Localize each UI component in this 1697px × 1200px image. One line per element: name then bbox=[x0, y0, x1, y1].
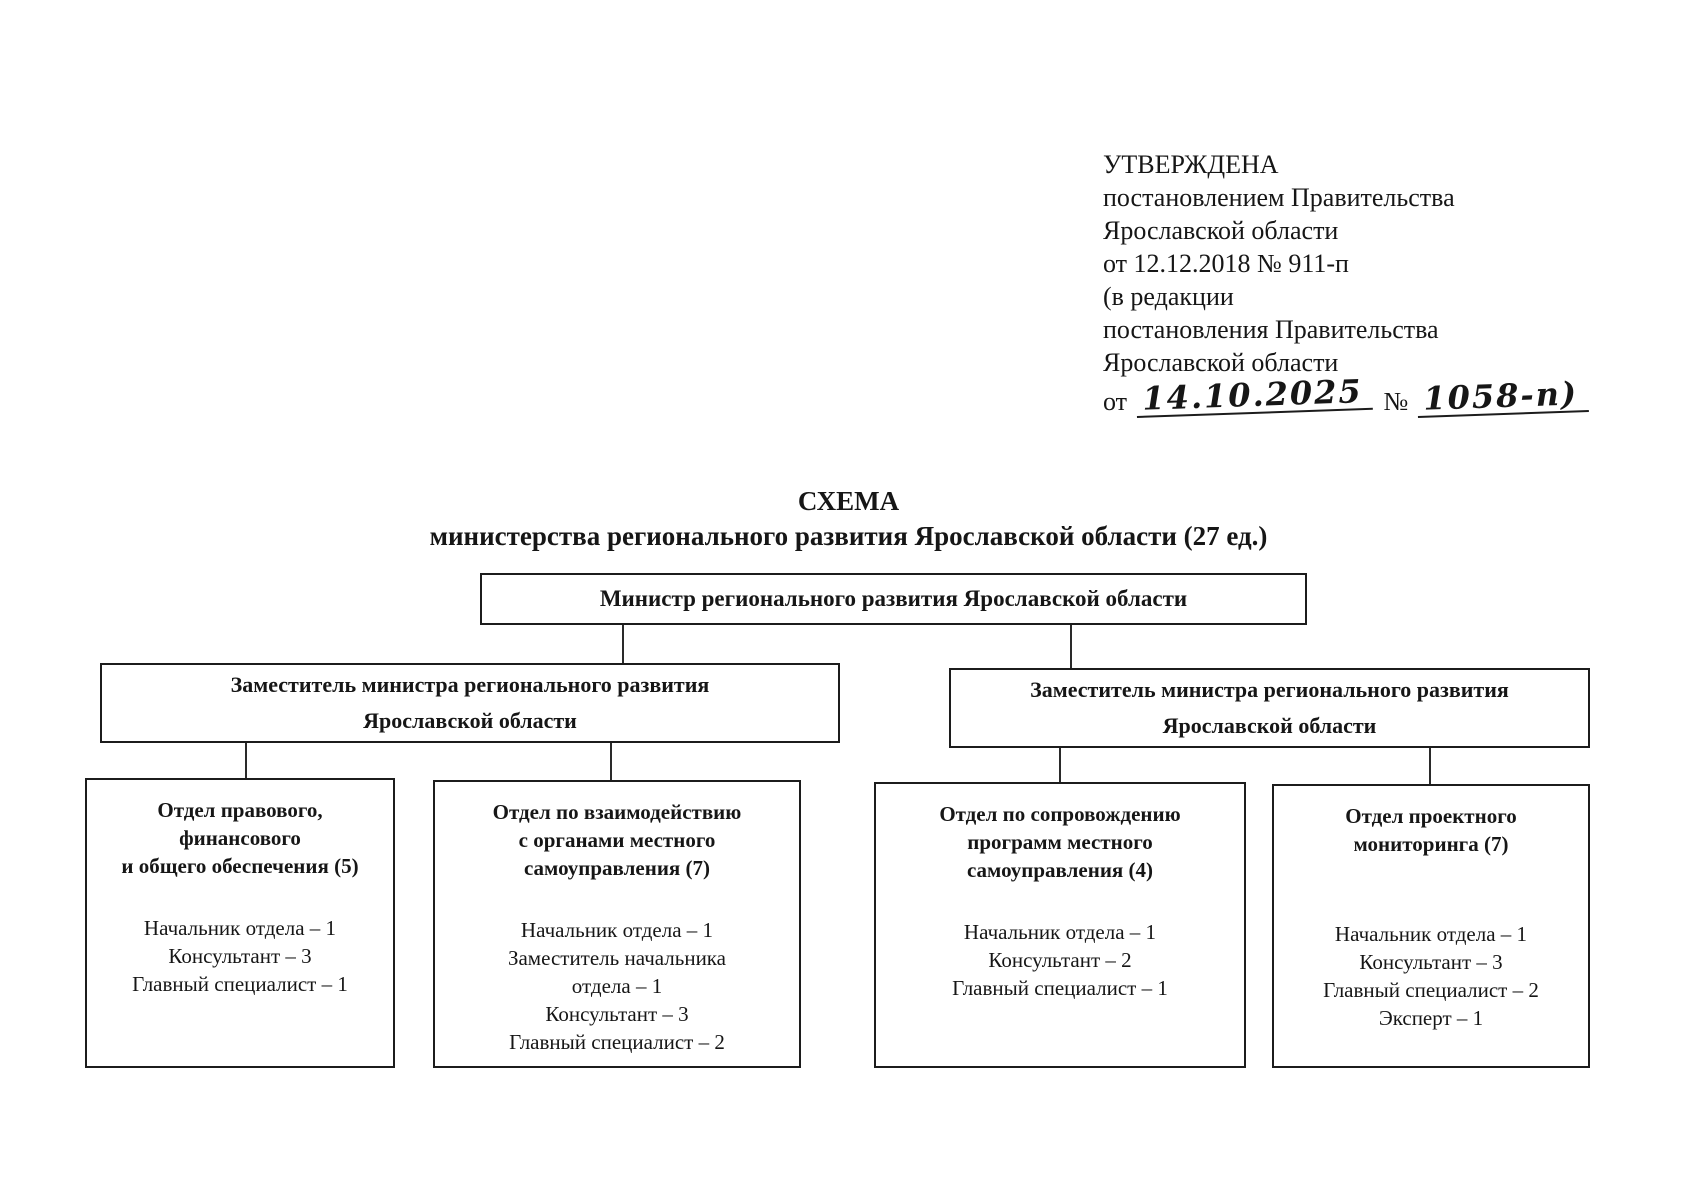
department-staff-list: Начальник отдела – 1 Консультант – 3 Гла… bbox=[132, 916, 348, 996]
schema-heading: СХЕМА bbox=[797, 486, 900, 516]
deputy-minister-left-box: Заместитель министра регионального разви… bbox=[100, 663, 840, 743]
department-staff-list: Начальник отдела – 1 Консультант – 2 Гла… bbox=[952, 920, 1168, 1000]
deputy-minister-left-label: Заместитель министра регионального разви… bbox=[230, 672, 710, 733]
department-box-legal-finance: Отдел правового, финансового и общего об… bbox=[85, 778, 395, 1068]
approval-line: Ярославской области bbox=[1103, 348, 1339, 377]
connector-deputy-right-to-dept4 bbox=[1429, 748, 1431, 784]
approval-block: УТВЕРЖДЕНА постановлением Правительства … bbox=[1103, 148, 1589, 418]
department-title: Отдел проектного мониторинга (7) bbox=[1345, 804, 1517, 856]
minister-label: Министр регионального развития Ярославск… bbox=[599, 586, 1188, 611]
approval-line: Ярославской области bbox=[1103, 216, 1339, 245]
numero-sign: № bbox=[1383, 387, 1409, 416]
connector-deputy-left-to-dept1 bbox=[245, 743, 247, 778]
minister-box: Министр регионального развития Ярославск… bbox=[480, 573, 1307, 625]
connector-minister-to-left-deputy bbox=[622, 625, 624, 663]
schema-subheading: министерства регионального развития Ярос… bbox=[429, 521, 1268, 551]
department-title: Отдел по сопровождению программ местного… bbox=[939, 802, 1181, 882]
amendment-line: от 14.10.2025 № 1058-п) bbox=[1103, 372, 1589, 418]
approval-line: от 12.12.2018 № 911-п bbox=[1103, 249, 1349, 278]
department-box-local-government-liaison: Отдел по взаимодействию с органами местн… bbox=[433, 780, 801, 1068]
department-staff-list: Начальник отдела – 1 Заместитель начальн… bbox=[507, 918, 727, 1054]
document-title-block: СХЕМА министерства регионального развити… bbox=[0, 484, 1697, 554]
deputy-minister-right-box: Заместитель министра регионального разви… bbox=[949, 668, 1590, 748]
department-box-project-monitoring: Отдел проектного мониторинга (7) Начальн… bbox=[1272, 784, 1590, 1068]
connector-deputy-right-to-dept3 bbox=[1059, 748, 1061, 782]
department-title: Отдел по взаимодействию с органами местн… bbox=[492, 800, 742, 880]
department-staff-list: Начальник отдела – 1 Консультант – 3 Гла… bbox=[1323, 922, 1539, 1030]
connector-minister-to-right-deputy bbox=[1070, 625, 1072, 668]
department-box-local-programs-support: Отдел по сопровождению программ местного… bbox=[874, 782, 1246, 1068]
amendment-prefix: от bbox=[1103, 387, 1128, 416]
approval-line: постановлением Правительства bbox=[1103, 183, 1455, 212]
approval-line: постановления Правительства bbox=[1103, 315, 1439, 344]
deputy-minister-right-label: Заместитель министра регионального разви… bbox=[1030, 677, 1509, 738]
connector-deputy-left-to-dept2 bbox=[610, 743, 612, 780]
approval-line: УТВЕРЖДЕНА bbox=[1103, 150, 1279, 179]
department-title: Отдел правового, финансового и общего об… bbox=[121, 798, 359, 878]
approval-line: (в редакции bbox=[1103, 282, 1234, 311]
